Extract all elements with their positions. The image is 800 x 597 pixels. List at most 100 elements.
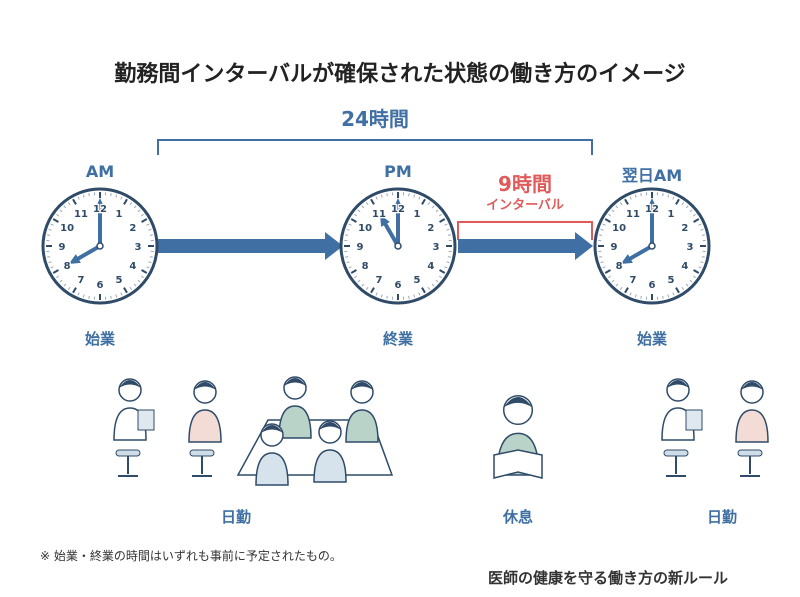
clock-tick [600, 261, 604, 264]
hour-hand [626, 244, 653, 262]
clock-number: 1 [668, 209, 675, 220]
clock-number: 4 [427, 261, 434, 272]
clock-tick [427, 286, 431, 290]
clock-tick [133, 283, 137, 287]
clock-number: 4 [129, 261, 136, 272]
clock-tick [345, 234, 349, 236]
clock-tick [137, 279, 141, 283]
clock-tick [50, 223, 54, 226]
person-body [278, 405, 312, 439]
span-label: 24時間 [341, 107, 409, 131]
clock-number: 3 [687, 242, 694, 253]
clock-tick [141, 269, 148, 274]
minute-hand-tip [647, 198, 657, 209]
clock-tick [350, 269, 357, 274]
clock-tick [689, 279, 693, 283]
hour-hand-tip [620, 254, 633, 264]
clock-tick [439, 218, 446, 223]
patient-figure [735, 380, 769, 443]
clock-tick [120, 292, 123, 296]
clock-tick [82, 194, 85, 198]
clock-tick [700, 261, 704, 264]
clock-tick [701, 256, 705, 258]
hour-hand [382, 220, 400, 247]
clock-tick [52, 218, 59, 223]
person-hair [284, 378, 306, 386]
clock-tick [421, 287, 426, 294]
clock-number: 11 [74, 209, 88, 220]
clock-tick [413, 194, 416, 198]
clock-tick [615, 205, 619, 209]
clock-label-3: 翌日AM [621, 166, 683, 185]
clock-tick [619, 286, 623, 290]
clock-tick [675, 198, 680, 205]
clock-tick [672, 292, 675, 296]
clock-tick [357, 209, 361, 213]
clock-tick [608, 275, 612, 279]
clock-tick [110, 193, 112, 197]
clock-tick [72, 198, 77, 205]
clock-tick [624, 198, 629, 205]
person-hair [194, 382, 216, 390]
clock-tick [47, 256, 51, 258]
clock-tick [129, 202, 133, 206]
chair [189, 449, 215, 477]
clock-tick [701, 234, 705, 236]
clock-tick [640, 295, 642, 299]
clock-tick [59, 279, 63, 283]
clock-tick [354, 213, 358, 217]
clock-number: 12 [391, 204, 405, 215]
clock-tick [375, 292, 378, 296]
clock-tick [88, 193, 90, 197]
clock-tick [345, 256, 349, 258]
clock-tick [408, 295, 410, 299]
clock-tick [608, 213, 612, 217]
clock-tick [599, 256, 603, 258]
clock-tick [129, 286, 133, 290]
page-title: 勤務間インターバルが確保された状態の働き方のイメージ [114, 62, 686, 87]
chair-seat [663, 449, 689, 457]
clock-tick [446, 228, 450, 231]
clock-number: 10 [612, 223, 626, 234]
work-arrow-arrowhead-icon [325, 232, 343, 260]
clock-tick [346, 261, 350, 264]
meeting-person [313, 420, 347, 483]
clock-tick [604, 269, 611, 274]
clock-number: 3 [135, 242, 142, 253]
clock-tick [700, 228, 704, 231]
clock-tick [133, 205, 137, 209]
clock-tick [421, 198, 426, 205]
meeting-person [278, 376, 312, 439]
clock-tick [375, 196, 378, 200]
clock-number: 9 [611, 242, 618, 253]
clock-tick [672, 196, 675, 200]
person-body [188, 409, 222, 443]
clock-tick [140, 275, 144, 279]
clock-number: 9 [59, 242, 66, 253]
hour-hand [74, 244, 102, 262]
clock-tick [667, 294, 670, 298]
clock-tick [447, 234, 451, 236]
clock-tick [600, 228, 604, 231]
person-hair [667, 380, 689, 388]
interval-arrow-arrowhead-icon [575, 232, 593, 260]
clock-tick [447, 256, 451, 258]
clock-tick [698, 223, 702, 226]
clipboard-icon [685, 409, 703, 431]
clock-tick [82, 294, 85, 298]
clock-tick [675, 287, 680, 294]
person-hair [503, 397, 533, 408]
chair [663, 449, 689, 477]
person-hair [119, 380, 141, 388]
clock-tick [141, 218, 148, 223]
clock-number: 6 [395, 280, 402, 291]
clock-tick [48, 228, 52, 231]
clock-tick [692, 213, 696, 217]
doctor-figure [661, 378, 695, 441]
person-hair [741, 382, 763, 390]
clock-number: 8 [616, 261, 623, 272]
clock-tick [386, 295, 388, 299]
clock-tick [50, 266, 54, 269]
